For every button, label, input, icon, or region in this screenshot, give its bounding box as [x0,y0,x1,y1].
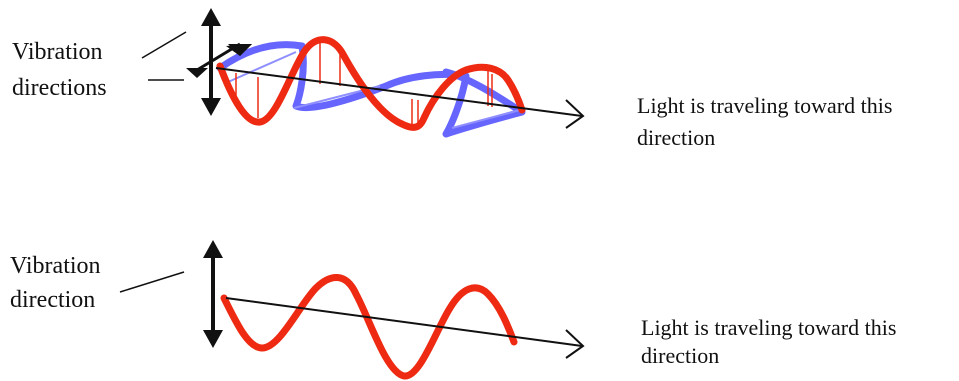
top-propagation-axis [215,67,583,117]
bottom-axis-arrowhead-icon [565,329,585,359]
bottom-caption-line2: direction [641,343,720,368]
bottom-red-wave [220,274,518,380]
top-vibration-label-line2: directions [12,75,107,101]
top-diagonal-vibration-arrow [186,42,252,78]
bottom-label-leader [119,271,185,293]
top-caption-line1: Light is traveling toward this [637,93,893,118]
top-red-wave [216,36,526,131]
bottom-vibration-label-line2: direction [10,287,96,313]
top-wave-diagram [141,8,585,138]
top-red-hatching [235,40,493,126]
top-caption-line2: direction [637,125,716,150]
bottom-vibration-label-line1: Vibration [10,253,101,279]
top-vertical-vibration-arrow [201,8,221,116]
top-vibration-label-line1: Vibration [12,39,103,65]
bottom-wave-diagram [119,240,585,380]
bottom-caption-line1: Light is traveling toward this [641,315,897,340]
top-label-leader-upper [141,31,187,59]
bottom-vertical-vibration-arrow [203,240,223,348]
top-axis-arrowhead-icon [565,99,585,129]
bottom-propagation-axis [225,297,583,347]
